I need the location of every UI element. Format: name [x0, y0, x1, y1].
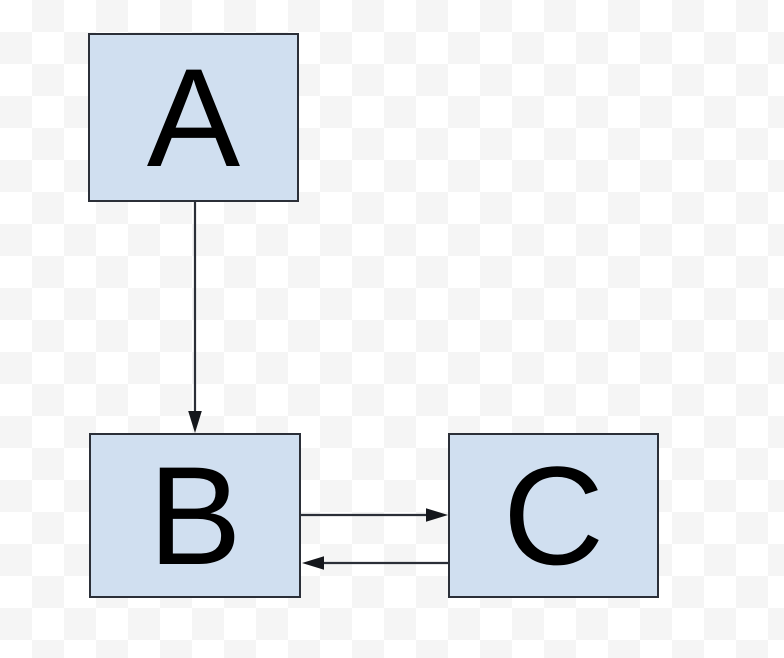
node-b-label: B [148, 436, 242, 594]
node-c[interactable]: C [448, 433, 659, 598]
edge-c-to-b-arrowhead [302, 556, 324, 570]
edge-a-to-b [188, 202, 202, 433]
edge-c-to-b [302, 556, 448, 570]
node-a[interactable]: A [88, 33, 299, 202]
node-a-label: A [146, 38, 241, 196]
node-b[interactable]: B [89, 433, 301, 598]
node-c-label: C [502, 436, 605, 594]
edge-a-to-b-arrowhead [188, 411, 202, 433]
edge-b-to-c-arrowhead [426, 508, 448, 522]
edge-b-to-c [301, 508, 448, 522]
